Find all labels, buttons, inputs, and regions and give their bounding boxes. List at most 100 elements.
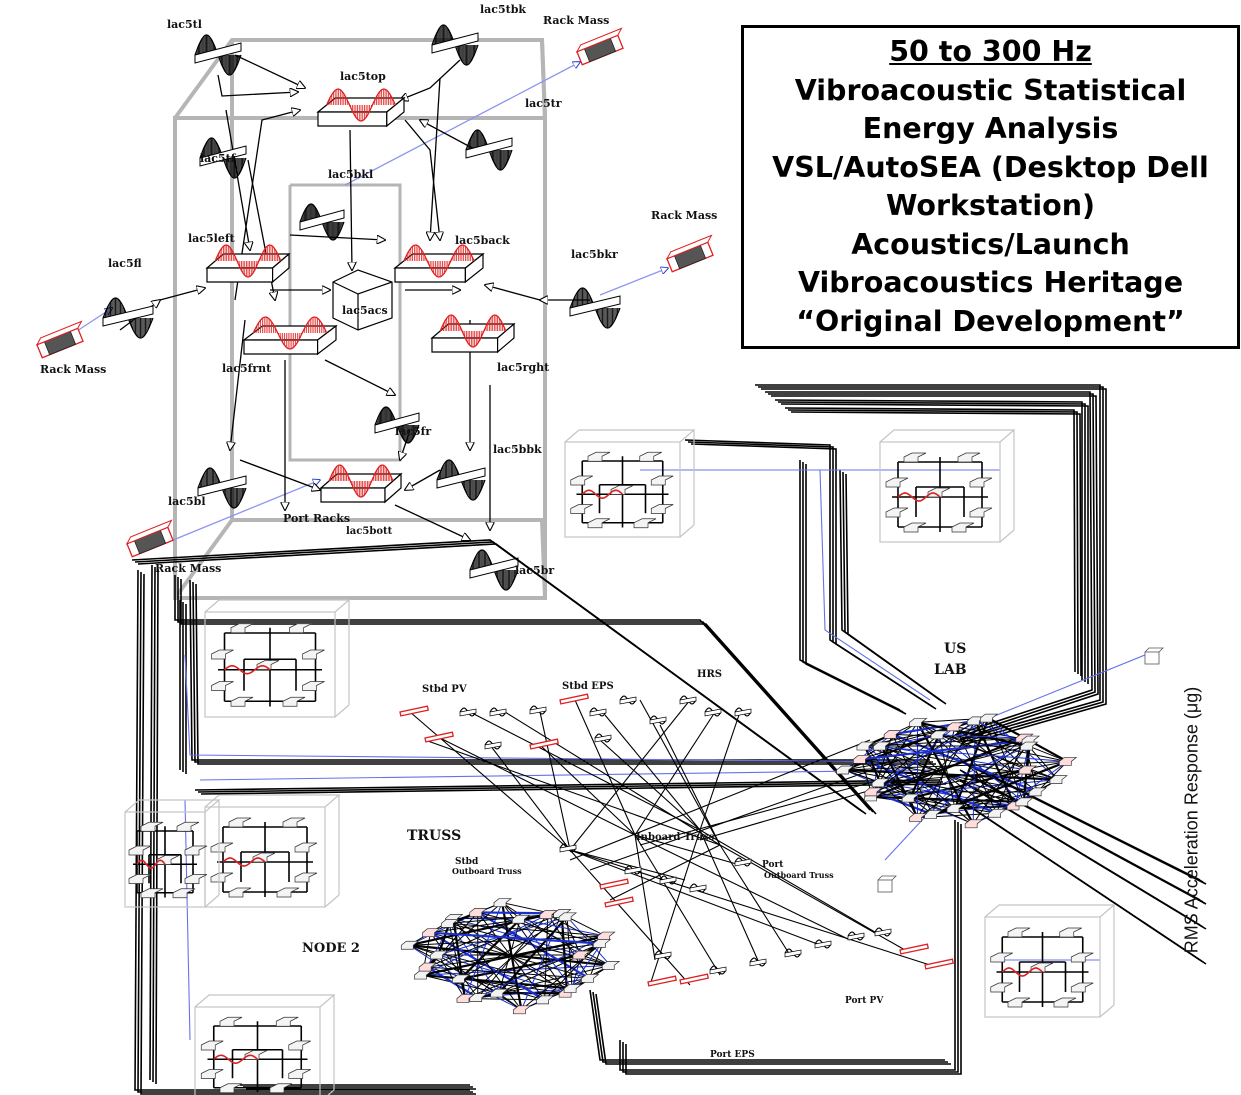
label-port-outboard-1: Port: [762, 860, 784, 870]
wave-lac5fl: [103, 298, 153, 338]
truss-part-9: [705, 708, 721, 716]
truss-part-10: [735, 708, 751, 716]
truss-part-3: [490, 708, 506, 716]
plate-lac5left: [207, 245, 289, 282]
label-port-outboard-2: Outboard Truss: [764, 870, 834, 880]
truss-part-23: [925, 959, 953, 969]
label-rack-mass-2: Rack Mass: [651, 209, 717, 222]
label-rack-mass-3: Rack Mass: [40, 363, 106, 376]
label-lac5br: lac5br: [515, 564, 554, 577]
label-lac5left: lac5left: [188, 232, 236, 245]
label-port-racks: Port Racks: [283, 512, 350, 525]
truss-part-22: [900, 944, 928, 954]
label-lac5bkl: lac5bkl: [328, 168, 373, 181]
label-stbd-eps: Stbd EPS: [562, 681, 614, 692]
routing-line-7-2: [771, 396, 1098, 739]
routing-line-18-0: [590, 990, 945, 1060]
label-lac5frnt: lac5frnt: [222, 362, 272, 375]
plate-lac5bott: [321, 465, 401, 502]
rack-mass-bar-3: [35, 321, 88, 357]
box-us-lab-upper: [1145, 648, 1163, 664]
truss-link-25: [635, 835, 655, 960]
label-lac5bl: lac5bl: [168, 495, 206, 508]
title-line-5: Workstation): [886, 187, 1095, 226]
mini-rack-upper-mid: [565, 430, 694, 537]
truss-part-20: [848, 932, 864, 940]
mini-rack-left-2: [205, 795, 339, 907]
truss-part-5: [560, 694, 588, 704]
lac5acs-cavity: [333, 270, 392, 330]
truss-part-0: [400, 706, 428, 716]
truss-link-28: [570, 850, 685, 880]
blue-routing-6: [185, 800, 190, 1040]
truss-part-6: [590, 708, 606, 716]
label-lac5tbk: lac5tbk: [480, 3, 526, 16]
label-hrs: HRS: [697, 669, 722, 680]
wave-lac5bbk: [437, 460, 485, 500]
wave-lac5tr: [466, 130, 512, 170]
label-rack-mass-4: Rack Mass: [155, 562, 221, 575]
mini-rack-upper-right: [880, 430, 1014, 542]
truss-link-5: [575, 700, 635, 835]
truss-part-32: [735, 858, 751, 866]
truss-part-1: [425, 732, 453, 742]
label-stbd-pv: Stbd PV: [422, 684, 467, 695]
wave-lac5bkl: [300, 204, 344, 240]
title-box: 50 to 300 Hz Vibroacoustic Statistical E…: [741, 25, 1240, 349]
truss-part-15: [680, 974, 708, 984]
truss-part-2: [460, 708, 476, 716]
truss-link-10: [700, 712, 740, 830]
mini-rack-right: [985, 905, 1114, 1017]
label-stbd-outboard-2: Outboard Truss: [452, 866, 522, 876]
truss-part-26: [560, 844, 576, 852]
title-line-4: VSL/AutoSEA (Desktop Dell: [772, 149, 1209, 188]
label-port-eps: Port EPS: [710, 1050, 755, 1060]
truss-part-24: [655, 951, 671, 959]
truss-part-16: [710, 966, 726, 974]
routing-line-6-1: [758, 387, 1103, 742]
truss-part-8: [680, 696, 696, 704]
truss-part-14: [650, 716, 666, 724]
label-lac5tl: lac5tl: [167, 18, 202, 31]
station-network: US LAB Stbd PV Stbd EPS HRS TRUSS Stbd O…: [125, 385, 1206, 1095]
truss-part-21: [875, 928, 891, 936]
routing-line-12-0: [800, 460, 900, 710]
label-lac5bkr: lac5bkr: [571, 248, 618, 261]
truss-part-19: [815, 940, 831, 948]
label-truss: TRUSS: [407, 828, 461, 844]
label-lac5fr: lac5fr: [395, 425, 431, 438]
rack-mass-bar-1: [575, 28, 628, 64]
routing-line-18-1: [593, 992, 948, 1062]
truss-link-26: [650, 830, 700, 985]
title-line-2: Vibroacoustic Statistical: [795, 72, 1187, 111]
title-line-7: Vibroacoustics Heritage: [798, 264, 1183, 303]
routing-line-11-1: [843, 472, 943, 702]
rack-model: lac5tl lac5tbk lac5top lac5tr lac5tf lac…: [35, 3, 718, 598]
wave-lac5tbk: [432, 25, 478, 65]
mini-rack-left-1: [205, 600, 349, 717]
routing-line-7-0: [765, 392, 1092, 735]
routing-line-12-1: [803, 462, 903, 712]
label-port-pv: Port PV: [845, 996, 884, 1006]
truss-link-24: [570, 850, 930, 965]
routing-line-7-1: [768, 394, 1095, 737]
label-rack-mass-1: Rack Mass: [543, 14, 609, 27]
routing-line-18-2: [596, 994, 951, 1064]
truss-link-22: [700, 830, 880, 935]
truss-part-18: [785, 949, 801, 957]
routing-line-5-1: [198, 782, 943, 792]
truss-part-7: [620, 696, 636, 704]
routing-line-17-1: [623, 822, 958, 1072]
label-lac5rght: lac5rght: [497, 361, 550, 374]
mini-rack-bottom: [195, 995, 334, 1095]
title-frequency-range: 50 to 300 Hz: [889, 33, 1092, 72]
truss-part-28: [625, 866, 641, 874]
truss-part-11: [485, 741, 501, 749]
node-2-cluster: [401, 899, 619, 1014]
label-lac5bbk: lac5bbk: [493, 443, 542, 456]
label-us-lab-1: US: [944, 641, 966, 657]
routing-line-17-0: [620, 820, 955, 1070]
truss-link-3: [505, 712, 720, 845]
y-axis-label: RMS Acceleration Response (μg): [1182, 687, 1203, 953]
plate-lac5back: [395, 245, 483, 282]
